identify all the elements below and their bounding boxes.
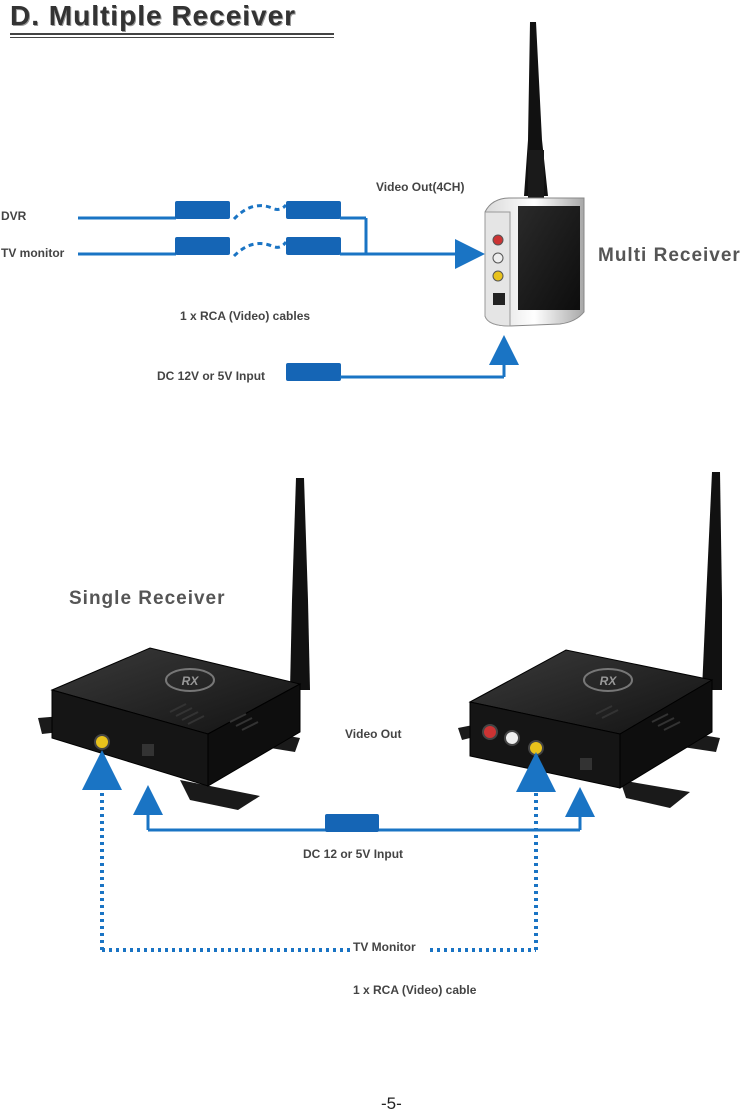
title-underline — [10, 33, 334, 35]
rca-cables-label: 1 x RCA (Video) cables — [180, 309, 311, 323]
left-rx-badge-text: RX — [182, 674, 200, 688]
page-title: D. Multiple Receiver — [10, 0, 297, 31]
dc-input-label-top: DC 12V or 5V Input — [157, 369, 266, 383]
dc-input-cable-top — [286, 335, 519, 381]
title-underline-secondary — [10, 37, 334, 38]
video-out-4ch-label: Video Out(4CH) — [376, 180, 465, 194]
multi-receiver-device — [484, 22, 585, 327]
dc-input-cable-bottom — [133, 785, 595, 832]
tv-monitor-cable-bottom — [82, 750, 556, 952]
dvr-label: DVR — [1, 209, 27, 223]
tv-monitor-label: TV monitor — [1, 246, 65, 260]
right-rx-badge-text: RX — [600, 674, 618, 688]
tv-monitor-cable — [78, 237, 485, 269]
single-receiver-right-device — [458, 472, 722, 808]
dc-input-label-bottom: DC 12 or 5V Input — [303, 847, 404, 861]
rca-cable-label: 1 x RCA (Video) cable — [353, 983, 477, 997]
single-receiver-label: Single Receiver — [69, 588, 226, 609]
multi-receiver-label: Multi Receiver — [598, 245, 741, 266]
page-number: -5- — [381, 1094, 402, 1113]
video-out-label: Video Out — [345, 727, 402, 741]
dvr-cable — [78, 201, 368, 254]
single-receiver-left-device — [38, 478, 310, 810]
tv-monitor-label-bottom: TV Monitor — [353, 940, 416, 954]
